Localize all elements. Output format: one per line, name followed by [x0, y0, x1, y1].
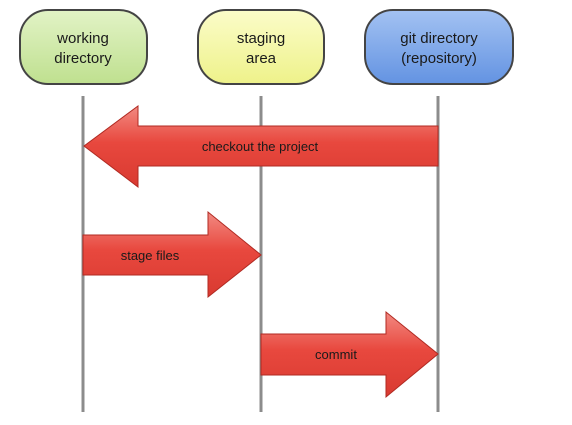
box-staging-area-line1: staging	[237, 30, 285, 47]
arrow-commit: commit	[260, 310, 439, 399]
box-staging-area: staging area	[197, 9, 325, 85]
box-working-directory-line2: directory	[54, 50, 112, 67]
box-staging-area-line2: area	[246, 50, 277, 67]
arrow-checkout: checkout the project	[83, 105, 439, 189]
arrow-commit-label: commit	[315, 347, 357, 362]
box-git-directory-line2: (repository)	[401, 50, 477, 67]
arrow-stage-files-label: stage files	[121, 248, 180, 263]
box-working-directory: working directory	[19, 9, 148, 85]
box-git-directory: git directory (repository)	[364, 9, 514, 85]
box-working-directory-line1: working	[56, 30, 109, 47]
arrow-checkout-label: checkout the project	[202, 139, 319, 154]
box-git-directory-line1: git directory	[400, 30, 478, 47]
arrow-stage-files: stage files	[82, 210, 262, 299]
